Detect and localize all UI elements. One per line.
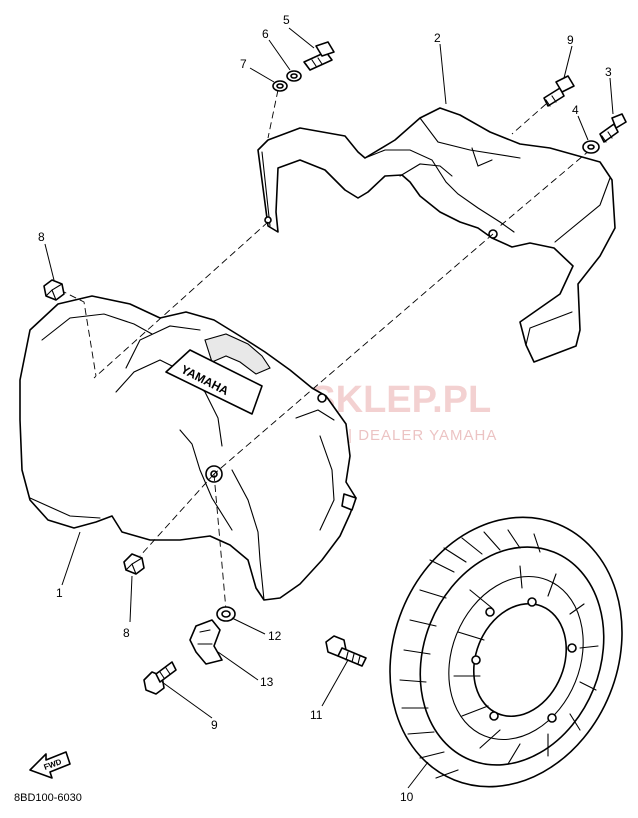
callout-9-lower: 9	[211, 718, 218, 732]
bolt-11	[325, 635, 367, 667]
callout-5: 5	[283, 13, 290, 27]
callout-10: 10	[400, 790, 414, 804]
assembly-lines	[59, 89, 591, 611]
callout-8-upper: 8	[38, 230, 45, 244]
main-cowling: YAMAHA	[19, 295, 357, 601]
callout-3: 3	[605, 65, 612, 79]
callout-9-upper: 9	[567, 33, 574, 47]
upper-shroud	[257, 107, 616, 363]
leader-lines	[44, 27, 614, 789]
emblem-plate	[165, 349, 263, 415]
callout-1: 1	[56, 586, 63, 600]
callout-8-lower: 8	[123, 626, 130, 640]
callout-2: 2	[434, 31, 441, 45]
callouts: 5 6 7 2 9 3 4 8 1 8 12 13 9 11 10	[38, 13, 612, 804]
forward-arrow: FWD	[29, 751, 71, 779]
diagram-code: 8BD100-6030	[14, 792, 82, 804]
bolt-5	[303, 41, 335, 71]
callout-11: 11	[310, 708, 323, 722]
callout-6: 6	[262, 27, 269, 41]
collar-12	[216, 606, 236, 622]
callout-12: 12	[268, 629, 282, 643]
clip-13	[189, 619, 223, 665]
bolt-9-lower	[143, 661, 177, 695]
nut-8-lower	[123, 553, 145, 575]
nut-8-upper	[43, 279, 65, 301]
callout-4: 4	[572, 103, 579, 117]
cooling-fan	[389, 516, 623, 788]
bolt-9-upper	[543, 75, 575, 107]
callout-7: 7	[240, 57, 247, 71]
callout-13: 13	[260, 675, 274, 689]
bolt-3	[599, 113, 627, 143]
